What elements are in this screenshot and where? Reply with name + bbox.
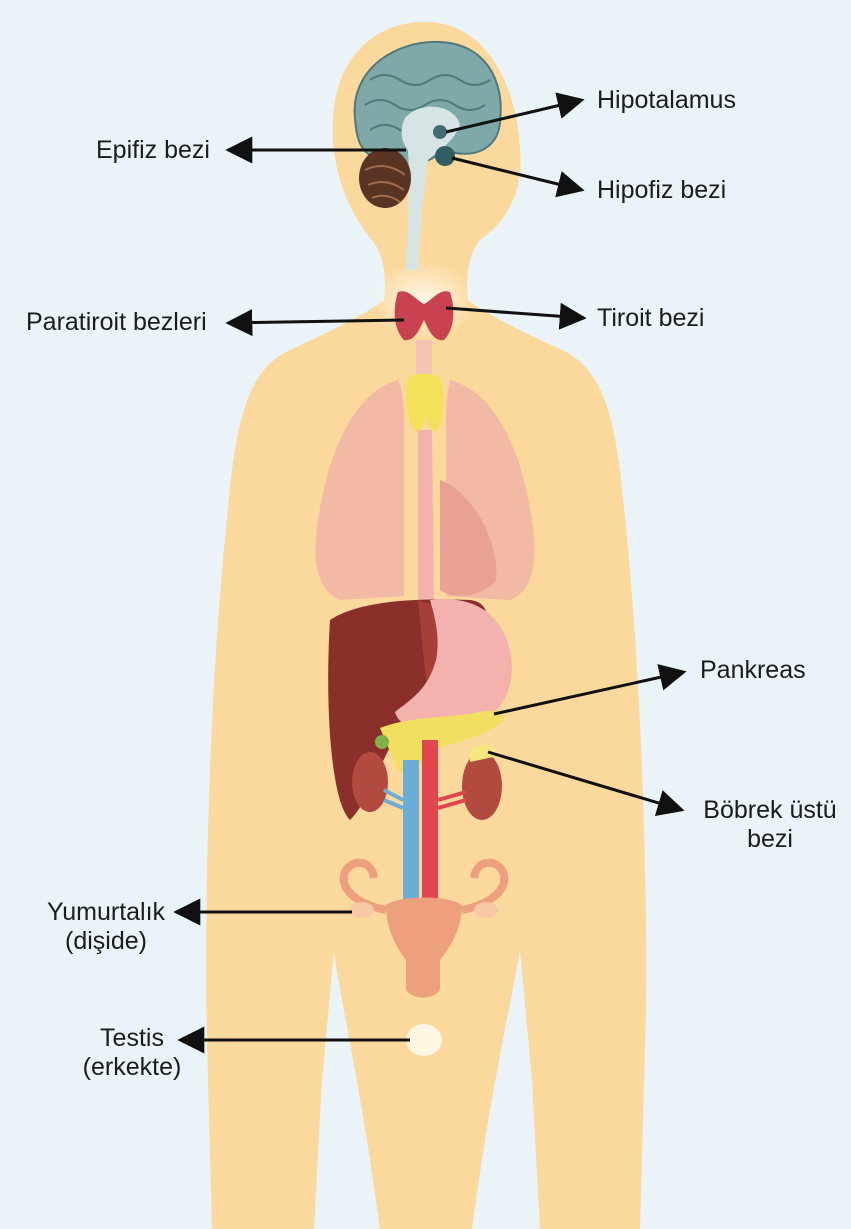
label-yumurtalik-line2: (dişide) <box>36 927 176 956</box>
right-kidney <box>462 752 502 820</box>
hipotalamus-gland <box>433 125 447 139</box>
aorta <box>422 740 438 900</box>
testis-area <box>406 1024 442 1056</box>
left-kidney <box>352 752 388 812</box>
label-testis: Testis (erkekte) <box>62 1024 202 1082</box>
label-hipofiz-bezi: Hipofiz bezi <box>597 176 726 205</box>
label-testis-line2: (erkekte) <box>62 1053 202 1082</box>
vena-cava <box>403 760 419 900</box>
label-bobrek-ustu-bezi: Böbrek üstü bezi <box>692 796 848 854</box>
label-bobrek-ustu-line2: bezi <box>692 825 848 854</box>
label-hipotalamus: Hipotalamus <box>597 86 736 115</box>
label-yumurtalik-line1: Yumurtalık <box>36 898 176 927</box>
label-testis-line1: Testis <box>62 1024 202 1053</box>
label-paratiroit-bezleri: Paratiroit bezleri <box>26 308 207 337</box>
ovary-left <box>350 902 374 918</box>
label-epifiz-bezi: Epifiz bezi <box>96 136 210 165</box>
cerebellum <box>359 148 411 208</box>
label-pankreas: Pankreas <box>700 656 806 685</box>
ovary-right <box>474 902 498 918</box>
label-bobrek-ustu-line1: Böbrek üstü <box>692 796 848 825</box>
label-yumurtalik: Yumurtalık (dişide) <box>36 898 176 956</box>
hipofiz-gland <box>435 146 455 166</box>
label-tiroit-bezi: Tiroit bezi <box>597 304 704 333</box>
